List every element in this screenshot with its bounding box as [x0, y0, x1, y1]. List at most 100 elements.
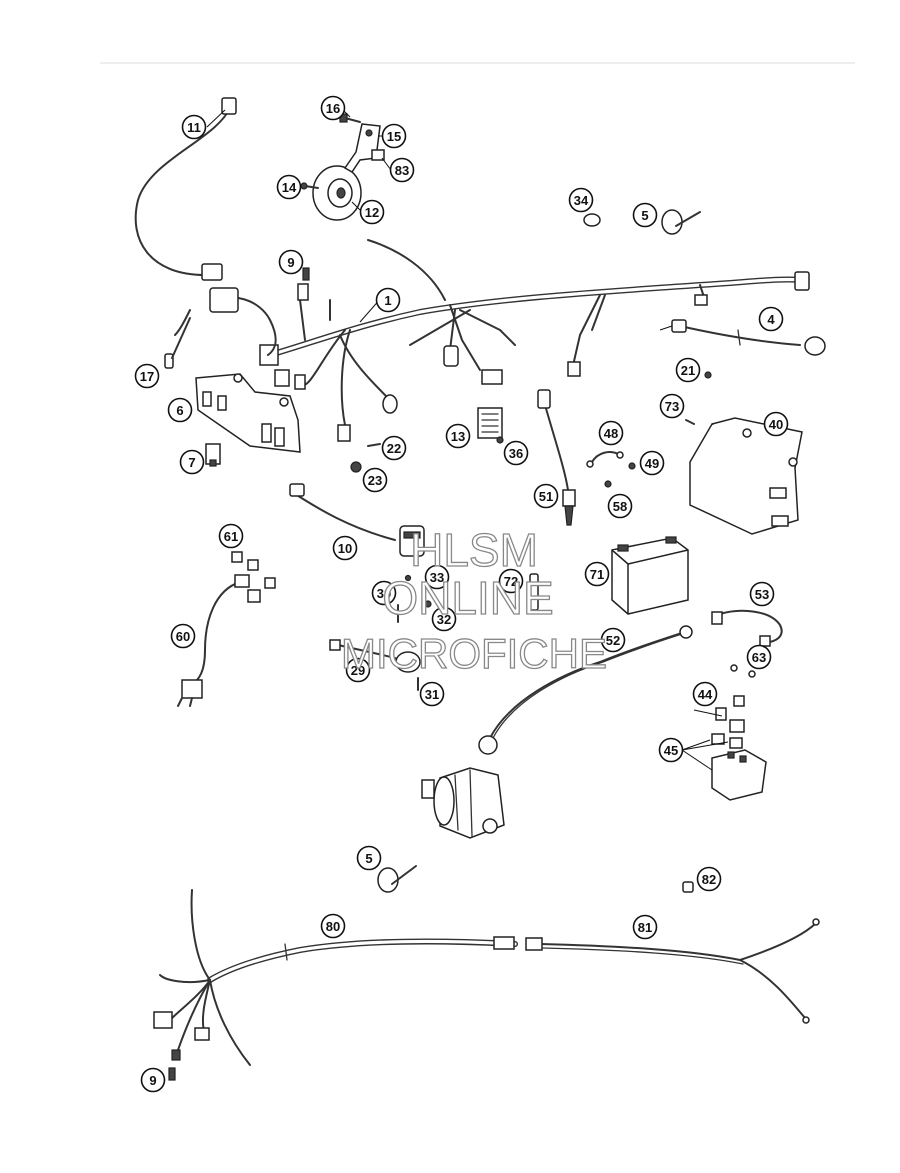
- callout-34: 34: [568, 187, 594, 213]
- horn-12: [312, 165, 362, 221]
- wiring-harness-1: [174, 239, 810, 442]
- callout-label: 45: [664, 743, 678, 758]
- callout-71: 71: [584, 561, 610, 587]
- callout-label: 60: [176, 629, 190, 644]
- cable-tie-5-top: [661, 209, 701, 235]
- callout-circle: [600, 627, 626, 653]
- callout-circle: [359, 199, 385, 225]
- callout-15: 15: [381, 123, 407, 149]
- callout-circle: [746, 644, 772, 670]
- callout-4: 4: [758, 306, 784, 332]
- watermark-line-1: HLSM: [410, 524, 538, 576]
- callout-circle: [424, 564, 450, 590]
- callout-label: 73: [665, 399, 679, 414]
- clip-34: [583, 213, 601, 227]
- callout-circle: [179, 449, 205, 475]
- callout-circle: [607, 493, 633, 519]
- callout-circle: [659, 393, 685, 419]
- callout-circle: [675, 357, 701, 383]
- screw-58: [604, 480, 612, 488]
- bracket-15: [343, 123, 385, 173]
- callout-label: 53: [755, 587, 769, 602]
- callout-12: 12: [359, 199, 385, 225]
- callout-6: 6: [167, 397, 193, 423]
- callout-label: 21: [681, 363, 695, 378]
- coil-10: [289, 483, 425, 557]
- callout-label: 49: [645, 456, 659, 471]
- callout-1: 1: [375, 287, 401, 313]
- callout-80: 80: [320, 913, 346, 939]
- callout-circle: [431, 606, 457, 632]
- screw-21: [704, 371, 712, 379]
- callout-73: 73: [659, 393, 685, 419]
- fuse-44: [715, 695, 745, 733]
- callout-circle: [498, 568, 524, 594]
- callout-circle: [632, 914, 658, 940]
- callout-circle: [362, 467, 388, 493]
- callout-label: 15: [387, 129, 401, 144]
- callout-circle: [320, 95, 346, 121]
- callout-63: 63: [746, 644, 772, 670]
- callout-5: 5: [632, 202, 658, 228]
- callout-83: 83: [389, 157, 415, 183]
- callout-label: 9: [287, 255, 294, 270]
- callout-label: 44: [698, 687, 713, 702]
- callout-label: 40: [769, 417, 783, 432]
- callout-label: 14: [282, 180, 297, 195]
- callout-circle: [598, 420, 624, 446]
- callout-58: 58: [607, 493, 633, 519]
- callout-9: 9: [278, 249, 304, 275]
- cable-tie-5-bottom: [377, 865, 417, 893]
- fuse-82: [682, 881, 694, 893]
- regulator-13: [477, 407, 504, 444]
- callout-label: 30: [377, 586, 391, 601]
- callout-circle: [749, 581, 775, 607]
- callout-label: 80: [326, 919, 340, 934]
- callout-label: 6: [176, 403, 183, 418]
- fuse-63: [730, 664, 756, 678]
- screw-49: [628, 462, 636, 470]
- callout-7: 7: [179, 449, 205, 475]
- callouts: 1116158314123459141762173407222313364849…: [134, 95, 789, 1093]
- sensor-72: [529, 573, 539, 611]
- callout-22: 22: [381, 435, 407, 461]
- callout-circle: [134, 363, 160, 389]
- callout-16: 16: [320, 95, 346, 121]
- callout-11: 11: [181, 114, 207, 140]
- callout-48: 48: [598, 420, 624, 446]
- cable-53: [711, 609, 783, 647]
- callout-29: 29: [345, 657, 371, 683]
- callout-label: 5: [365, 851, 372, 866]
- callout-circle: [389, 157, 415, 183]
- washer-33: [404, 574, 412, 582]
- watermark-line-2: ONLINE: [382, 572, 553, 624]
- callout-10: 10: [332, 535, 358, 561]
- callout-circle: [218, 523, 244, 549]
- callout-label: 9: [149, 1073, 156, 1088]
- fuse-17: [164, 317, 191, 369]
- callout-31: 31: [419, 681, 445, 707]
- callout-17: 17: [134, 363, 160, 389]
- battery-71: [611, 536, 689, 615]
- callout-circle: [632, 202, 658, 228]
- callout-circle: [167, 397, 193, 423]
- starter-motor: [421, 767, 505, 839]
- callout-circle: [345, 657, 371, 683]
- callout-label: 11: [187, 120, 201, 135]
- callout-circle: [763, 411, 789, 437]
- callout-label: 23: [368, 473, 382, 488]
- screw-14: [300, 182, 319, 190]
- cable-4: [671, 319, 826, 356]
- callout-9: 9: [140, 1067, 166, 1093]
- callout-32: 32: [431, 606, 457, 632]
- callout-circle: [170, 623, 196, 649]
- callout-label: 61: [224, 529, 238, 544]
- callout-45: 45: [658, 737, 684, 763]
- callout-81: 81: [632, 914, 658, 940]
- cable-48: [586, 451, 624, 468]
- callout-label: 4: [767, 312, 775, 327]
- callout-circle: [278, 249, 304, 275]
- callout-circle: [332, 535, 358, 561]
- callout-circle: [375, 287, 401, 313]
